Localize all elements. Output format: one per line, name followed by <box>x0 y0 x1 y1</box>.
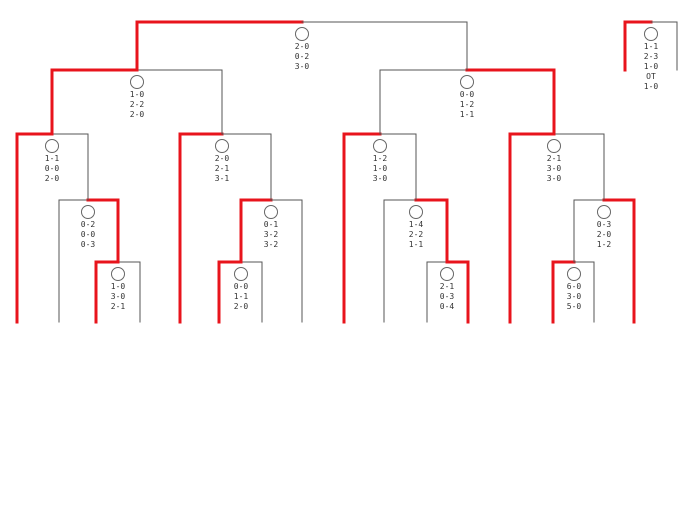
period-score: 2-0 <box>294 42 310 51</box>
period-score: 0-2 <box>294 52 310 61</box>
period-score: 2-2 <box>408 230 424 239</box>
match-number <box>45 139 59 153</box>
period-score: 1-1 <box>44 154 60 163</box>
period-score: 3-0 <box>294 62 310 71</box>
period-score: 1-0 <box>372 164 388 173</box>
period-score: 1-2 <box>596 240 612 249</box>
period-score: 6-0 <box>566 282 582 291</box>
period-score: 3-1 <box>214 174 230 183</box>
period-score: 1-0 <box>643 62 659 71</box>
match-number <box>264 205 278 219</box>
match-number <box>295 27 309 41</box>
period-score: 5-0 <box>566 302 582 311</box>
period-score: 1-0 <box>110 282 126 291</box>
match-number <box>81 205 95 219</box>
match-number <box>460 75 474 89</box>
period-score: 3-2 <box>263 240 279 249</box>
period-score: 1-1 <box>643 42 659 51</box>
period-score: 1-0 <box>129 90 145 99</box>
period-score: 3-0 <box>546 164 562 173</box>
period-score: 1-1 <box>233 292 249 301</box>
match-number <box>409 205 423 219</box>
match-number <box>111 267 125 281</box>
match-number <box>215 139 229 153</box>
period-score: 1-1 <box>459 110 475 119</box>
match-number <box>440 267 454 281</box>
period-score: 2-1 <box>214 164 230 173</box>
period-score: 1-4 <box>408 220 424 229</box>
match-number <box>130 75 144 89</box>
period-score: 3-0 <box>546 174 562 183</box>
period-score: 0-0 <box>459 90 475 99</box>
match-number <box>644 27 658 41</box>
period-score: 2-1 <box>546 154 562 163</box>
period-score: 2-0 <box>596 230 612 239</box>
period-score: 1-2 <box>459 100 475 109</box>
period-score: 3-0 <box>566 292 582 301</box>
period-score: 2-1 <box>110 302 126 311</box>
period-score: 1-2 <box>372 154 388 163</box>
period-score: 2-0 <box>44 174 60 183</box>
period-score: 0-0 <box>233 282 249 291</box>
period-score: 0-0 <box>80 230 96 239</box>
period-score: 3-2 <box>263 230 279 239</box>
period-score: 2-3 <box>643 52 659 61</box>
period-score: 2-1 <box>439 282 455 291</box>
period-score: 0-1 <box>263 220 279 229</box>
match-number <box>547 139 561 153</box>
match-number <box>234 267 248 281</box>
period-score: 0-3 <box>80 240 96 249</box>
period-score: 0-2 <box>80 220 96 229</box>
period-score: 1-0 <box>643 82 659 91</box>
period-score: 0-3 <box>596 220 612 229</box>
period-score: 3-0 <box>110 292 126 301</box>
period-score: OT <box>646 72 656 81</box>
period-score: 3-0 <box>372 174 388 183</box>
period-score: 0-3 <box>439 292 455 301</box>
match-number <box>567 267 581 281</box>
period-score: 2-0 <box>129 110 145 119</box>
period-score: 0-4 <box>439 302 455 311</box>
match-number <box>597 205 611 219</box>
match-number <box>373 139 387 153</box>
period-score: 0-0 <box>44 164 60 173</box>
period-score: 2-0 <box>214 154 230 163</box>
period-score: 1-1 <box>408 240 424 249</box>
period-score: 2-2 <box>129 100 145 109</box>
period-score: 2-0 <box>233 302 249 311</box>
